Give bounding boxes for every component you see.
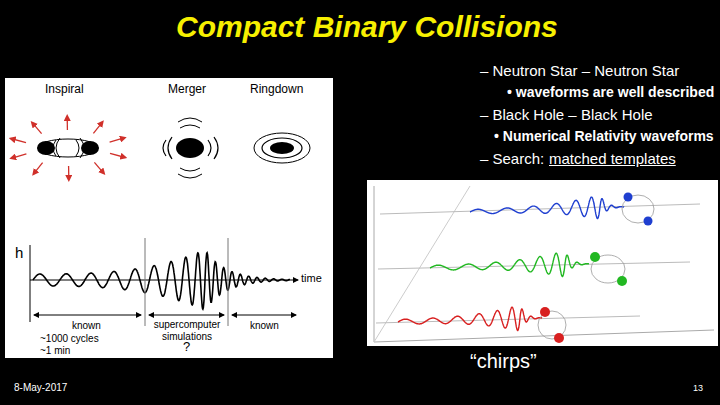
- art-line: [149, 315, 224, 316]
- wave-arrow: [110, 138, 125, 143]
- bullet-text: – Neutron Star – Neutron Star: [480, 62, 679, 79]
- wave-arrow: [33, 163, 42, 175]
- art-circle: [540, 307, 550, 317]
- art-circle: [644, 217, 653, 226]
- slide-title: Compact Binary Collisions: [176, 10, 558, 44]
- art-path: [33, 253, 290, 309]
- wave-arrow: [94, 162, 104, 173]
- page-number: 13: [693, 383, 703, 393]
- art-circle: [617, 276, 627, 286]
- question-mark: ?: [183, 340, 190, 355]
- wave-arrow: [67, 116, 69, 130]
- art-line: [30, 280, 298, 281]
- art-path: [398, 307, 542, 330]
- art-path: [163, 137, 218, 159]
- bullet-text: – Search:: [480, 150, 544, 167]
- art-line: [30, 245, 31, 322]
- art-line: [228, 238, 229, 326]
- phase-label: Ringdown: [250, 83, 303, 97]
- art-rect: [367, 180, 718, 346]
- art-path: [53, 138, 84, 158]
- art-circle: [554, 333, 564, 343]
- wave-arrow: [32, 122, 42, 133]
- art-ellipse: [38, 139, 98, 157]
- caption-text: “chirps”: [470, 350, 537, 373]
- date-footer: 8-May-2017: [14, 382, 67, 394]
- art-line: [380, 204, 700, 214]
- wave-arrow: [110, 153, 125, 157]
- art-line: [374, 186, 375, 342]
- art-line: [34, 315, 141, 316]
- sub-bullet-text: • Numerical Relativity waveforms: [494, 128, 714, 144]
- art-ellipse: [270, 142, 294, 154]
- gravitational-wave-arrows: [11, 116, 126, 180]
- art-ellipse: [262, 138, 302, 158]
- art-path: [430, 253, 589, 276]
- wave-arrow: [68, 166, 70, 180]
- art-line: [232, 315, 296, 316]
- art-ellipse: [254, 133, 310, 163]
- axis-label: time: [301, 272, 322, 285]
- art-line: [145, 238, 146, 326]
- underlined-text: matched templates: [549, 150, 676, 167]
- note-text: ~1000 cycles ~1 min: [40, 333, 106, 356]
- wave-arrow: [11, 154, 26, 159]
- binary-evolution-figure: [5, 78, 333, 358]
- art-path: [470, 197, 624, 218]
- segment-label: supercomputer simulations: [148, 319, 226, 342]
- art-path: [178, 118, 202, 178]
- wave-arrow: [93, 122, 102, 134]
- segment-label: known: [72, 320, 101, 332]
- sub-bullet-text: • waveforms are well described: [507, 84, 714, 100]
- segment-label: known: [250, 320, 279, 332]
- phase-label: Merger: [168, 83, 206, 97]
- art-ellipse: [37, 141, 55, 155]
- bullet-text: – Black Hole – Black Hole: [480, 106, 653, 123]
- axis-label: h: [15, 244, 23, 261]
- art-circle: [624, 193, 633, 202]
- art-circle: [590, 252, 600, 262]
- art-rect: [5, 78, 333, 358]
- art-line: [374, 186, 470, 342]
- phase-label: Inspiral: [45, 83, 84, 97]
- art-ellipse: [176, 138, 204, 158]
- wave-arrow: [11, 139, 26, 143]
- chirp-templates-figure: [367, 180, 718, 346]
